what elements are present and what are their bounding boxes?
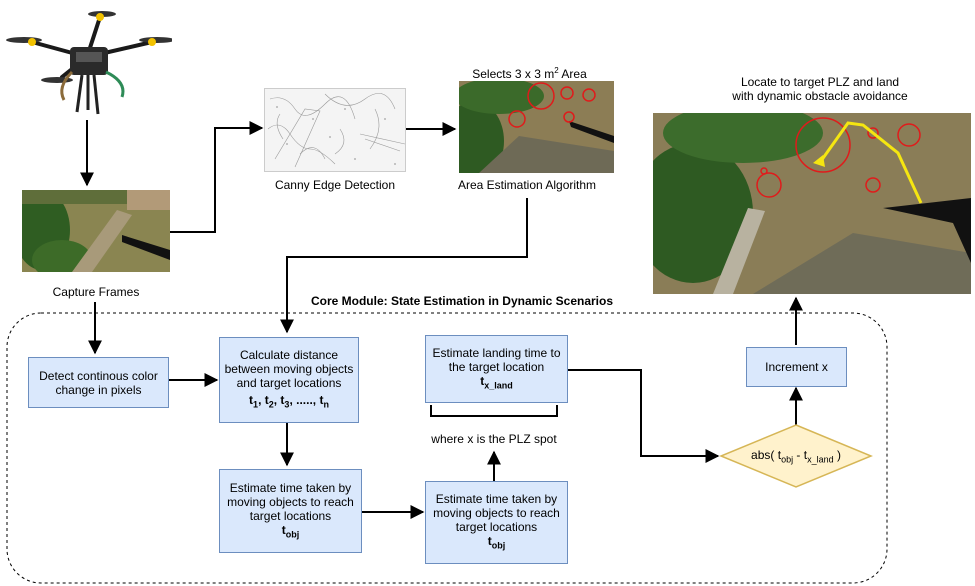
plz-spot-label: where x is the PLZ spot: [431, 432, 557, 446]
landing-path-photo: [653, 113, 971, 294]
arrow-area-to-calc: [280, 198, 528, 334]
canny-edge-image: [264, 88, 406, 172]
core-module-title: Core Module: State Estimation in Dynamic…: [310, 294, 614, 308]
area-estimation-label: Area Estimation Algorithm: [457, 178, 597, 192]
abs-diamond: [719, 424, 873, 488]
estimate-time-box-right: Estimate time taken by moving objects to…: [425, 481, 568, 564]
selects-area-label: Selects 3 x 3 m2 Area: [472, 66, 587, 81]
estimate-landing-time-box: Estimate landing time to the target loca…: [425, 335, 568, 403]
increment-x-box: Increment x: [746, 347, 847, 387]
arrow-capture-to-canny: [170, 121, 264, 233]
plz-bracket: [430, 405, 558, 417]
abs-diamond-label: abs( tobj - tx_land ): [751, 448, 841, 465]
calculate-distance-box: Calculate distance between moving object…: [219, 337, 359, 423]
detect-color-change-box: Detect continous color change in pixels: [28, 357, 169, 408]
arrow-landing-to-diamond: [568, 369, 720, 463]
drone-photo: [2, 2, 172, 120]
aerial-frame-photo: [22, 190, 170, 272]
canny-edge-label: Canny Edge Detection: [274, 178, 396, 192]
capture-frames-label: Capture Frames: [52, 285, 140, 299]
area-selection-photo: [459, 81, 614, 173]
core-module-frame: [6, 312, 888, 584]
estimate-time-box-left: Estimate time taken by moving objects to…: [219, 469, 362, 553]
locate-caption: Locate to target PLZ and land with dynam…: [732, 75, 908, 103]
